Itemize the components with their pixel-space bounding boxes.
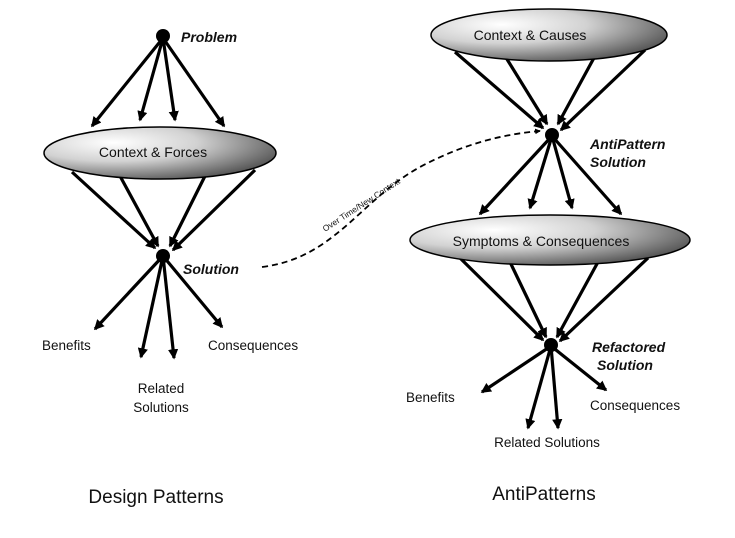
antipatterns-caption: AntiPatterns xyxy=(492,484,596,505)
refactored-arrows xyxy=(480,344,608,430)
solution-label: Solution xyxy=(183,261,239,277)
problem-node xyxy=(156,29,170,43)
antipattern-solution-node xyxy=(545,128,559,142)
consequences-label: Consequences xyxy=(208,338,298,353)
related-solutions-label-line1: Related xyxy=(138,381,185,396)
problem-label: Problem xyxy=(181,29,237,45)
context-causes-label: Context & Causes xyxy=(474,27,587,43)
context-forces-label: Context & Forces xyxy=(99,144,207,160)
benefits-label: Benefits xyxy=(406,390,455,405)
solution-node xyxy=(156,249,170,263)
related-solutions-label: Related Solutions xyxy=(494,435,600,450)
symptoms-consequences-ellipse: Symptoms & Consequences xyxy=(409,214,691,266)
design-pattern-diagram: Problem Context & Forces Solution Benefi… xyxy=(42,29,298,508)
antipattern-arrows xyxy=(478,134,623,216)
context-forces-ellipse: Context & Forces xyxy=(43,126,277,180)
solution-arrows xyxy=(93,254,224,360)
benefits-label: Benefits xyxy=(42,338,91,353)
refactored-solution-label-line2: Solution xyxy=(597,357,653,373)
consequences-label: Consequences xyxy=(590,398,680,413)
antipattern-diagram: Context & Causes AntiPattern Solution Sy… xyxy=(406,8,691,505)
related-solutions-label-line2: Solutions xyxy=(133,400,189,415)
symptoms-consequences-label: Symptoms & Consequences xyxy=(453,233,630,249)
refactored-solution-node xyxy=(544,338,558,352)
context-causes-ellipse: Context & Causes xyxy=(430,8,668,62)
causes-arrows xyxy=(453,48,647,132)
forces-arrows xyxy=(70,168,257,252)
problem-arrows xyxy=(90,36,226,128)
refactored-solution-label-line1: Refactored xyxy=(592,339,666,355)
design-patterns-caption: Design Patterns xyxy=(88,487,223,508)
symptoms-arrows xyxy=(458,256,650,343)
antipattern-solution-label-line1: AntiPattern xyxy=(589,136,665,152)
antipattern-solution-label-line2: Solution xyxy=(590,154,646,170)
connector-label: Over Time/New Context xyxy=(321,176,403,234)
